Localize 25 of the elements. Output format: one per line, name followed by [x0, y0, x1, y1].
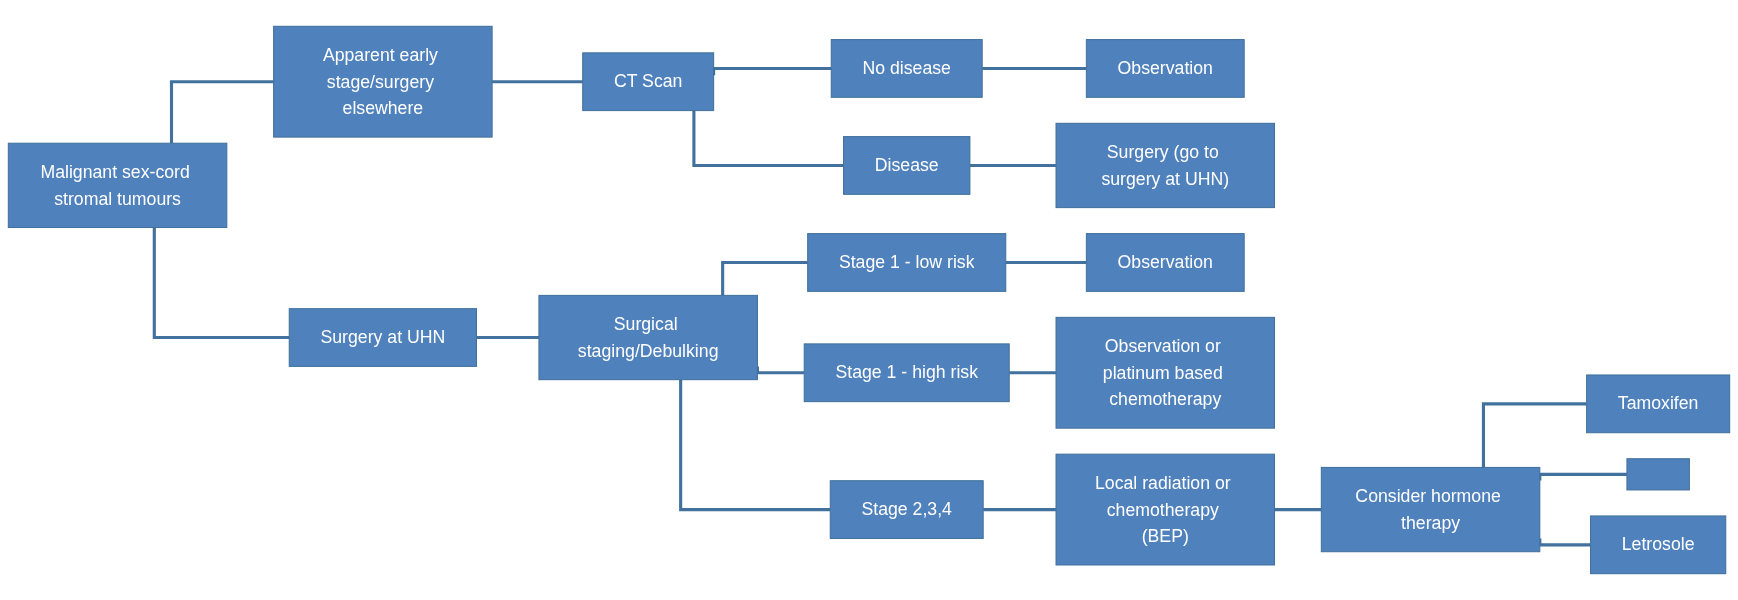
- node-box: Stage 2,3,4: [829, 480, 984, 539]
- node-box: CT Scan: [582, 52, 715, 112]
- node-box: Stage 1 - low risk: [807, 233, 1007, 292]
- node-box: Consider hormone therapy: [1320, 466, 1541, 553]
- node-box: Surgical staging/Debulking: [538, 294, 758, 381]
- connector: [169, 80, 274, 144]
- node-box: Local radiation or chemotherapy (BEP): [1055, 453, 1276, 566]
- node-box: No disease: [830, 39, 983, 98]
- node-box: Observation: [1085, 233, 1245, 292]
- node-box: [1626, 458, 1690, 491]
- node-box: Disease: [843, 136, 971, 195]
- node-box: Letrosole: [1590, 515, 1727, 575]
- connector: [1481, 402, 1587, 468]
- node-box: Apparent early stage/surgery elsewhere: [273, 25, 493, 138]
- connector: [692, 110, 844, 167]
- node-box: Tamoxifen: [1586, 374, 1731, 434]
- node-box: Stage 1 - high risk: [803, 343, 1010, 403]
- node-box: Surgery at UHN: [288, 308, 477, 367]
- connector: [679, 379, 831, 512]
- node-box: Observation or platinum based chemotherapy: [1055, 316, 1276, 429]
- node-box: Surgery (go to surgery at UHN): [1055, 122, 1276, 209]
- node-box: Observation: [1085, 39, 1245, 98]
- connector: [152, 227, 290, 340]
- connector: [721, 260, 808, 296]
- node-box: Malignant sex-cord stromal tumours: [7, 142, 228, 228]
